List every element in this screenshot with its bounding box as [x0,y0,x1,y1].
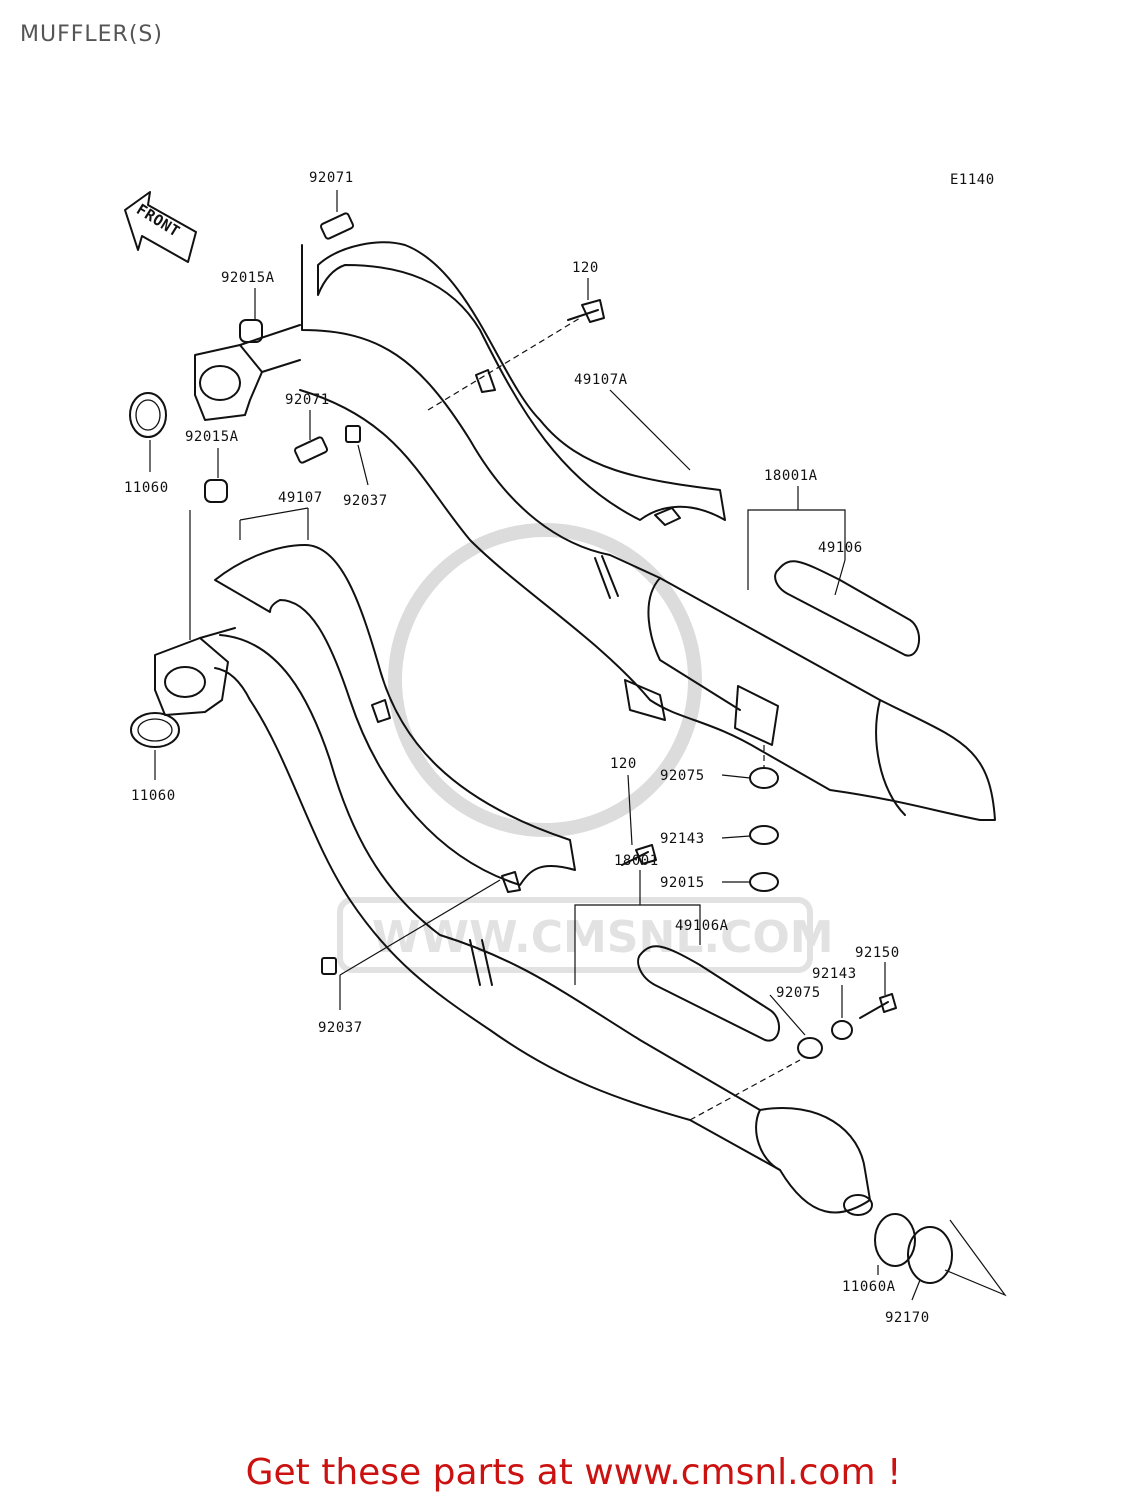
page-title: MUFFLER(S) [20,22,163,47]
callout-92037: 92037 [343,493,388,509]
gasket-11060-upper [129,392,167,438]
cta-link[interactable]: Get these parts at www.cmsnl.com ! [245,1452,902,1493]
callout-92170: 92170 [885,1310,930,1326]
flange-lower [154,627,236,716]
callout-120: 120 [572,260,599,276]
callout-92143: 92143 [660,831,705,847]
callout-92143: 92143 [812,966,857,982]
callout-11060: 11060 [131,788,176,804]
callout-92075: 92075 [660,768,705,784]
heat-guard-49107a [317,241,726,526]
callout-92071: 92071 [309,170,354,186]
callout-18001: 18001 [614,853,659,869]
watermark-text: WWW.CMSNL.COM [372,912,834,963]
upper-muffler [299,244,996,821]
callout-120: 120 [610,756,637,772]
heat-shield-49106 [774,560,921,657]
flange-upper [194,319,301,421]
gasket-11060-lower [130,712,180,748]
callout-11060a: 11060A [842,1279,896,1295]
callout-92015a: 92015A [185,429,239,445]
callout-11060: 11060 [124,480,169,496]
callout-92071: 92071 [285,392,330,408]
lower-muffler [214,634,873,1216]
callout-92037: 92037 [318,1020,363,1036]
callout-49107a: 49107A [574,372,628,388]
callout-49106: 49106 [818,540,863,556]
callout-49106a: 49106A [675,918,729,934]
callout-92015a: 92015A [221,270,275,286]
callout-92015: 92015 [660,875,705,891]
part-callouts: 92071 92015A 120 49107A 92071 92015A 110… [124,170,930,1326]
callout-92150: 92150 [855,945,900,961]
heat-shield-49106a [637,945,780,1042]
heat-guard-49107 [214,544,576,893]
front-label: FRONT [133,200,183,241]
front-arrow-icon: FRONT [124,191,197,263]
callout-18001a: 18001A [764,468,818,484]
callout-92075: 92075 [776,985,821,1001]
leader-lines [149,190,1007,1301]
diagram-code: E1140 [950,172,995,188]
callout-49107: 49107 [278,490,323,506]
